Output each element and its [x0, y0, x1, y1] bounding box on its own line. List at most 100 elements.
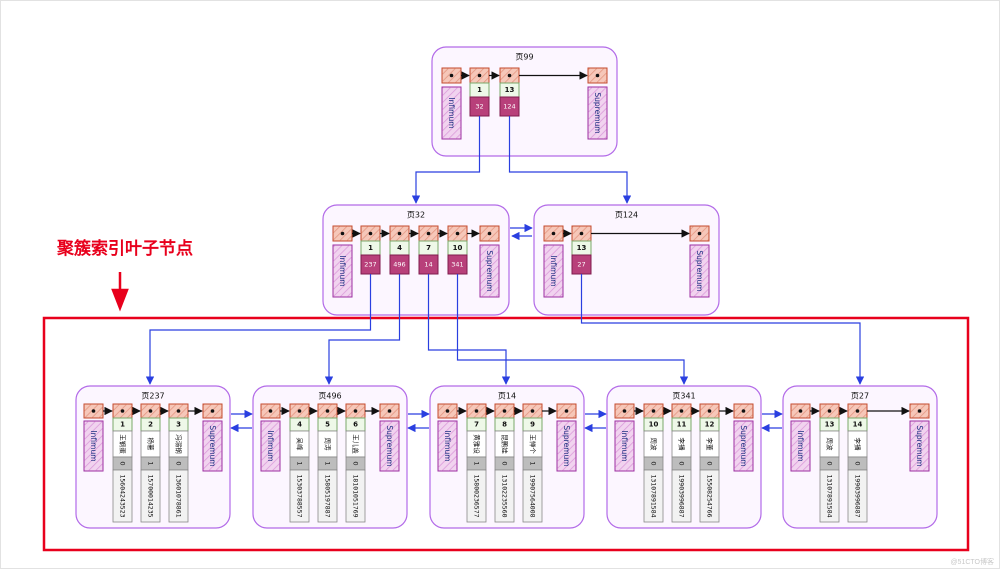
record-id: 13 — [825, 421, 835, 429]
pointer-dot — [564, 409, 569, 413]
pointer-cell — [112, 403, 133, 419]
pointer-cell — [556, 403, 577, 419]
page-title: 页124 — [615, 211, 638, 220]
pointer-dot — [368, 231, 373, 236]
special-record-label: Infimum — [549, 255, 558, 286]
pointer-cell — [614, 403, 635, 419]
record-id: 8 — [502, 421, 507, 429]
pointer-cell — [289, 403, 310, 419]
index-page: 页14Infimum7黄雅设1158002365778昆鹏娃0131022355… — [429, 385, 585, 529]
pointer-dot — [827, 409, 832, 413]
child-page-number: 14 — [424, 261, 432, 269]
record-flag: 0 — [352, 461, 360, 465]
special-record-hatch — [544, 245, 563, 297]
record-name: 李播 — [854, 438, 863, 452]
record-id: 11 — [677, 421, 687, 429]
special-record-label: Supremum — [562, 425, 571, 466]
pointer-cell — [466, 403, 487, 419]
phone-cell — [847, 469, 868, 523]
pointer-cell — [379, 403, 400, 419]
pointer-cell — [360, 225, 381, 242]
phone-cell — [317, 469, 338, 523]
record-name: 周波 — [826, 438, 835, 452]
record-flag: 0 — [650, 461, 658, 465]
pointer-cell — [671, 403, 692, 419]
record-flag: 0 — [706, 461, 714, 465]
special-record-hatch — [690, 245, 709, 297]
record-flag: 1 — [296, 461, 304, 465]
child-page-number: 27 — [577, 261, 585, 269]
record-id: 6 — [353, 421, 358, 429]
child-page-number: 124 — [503, 103, 515, 111]
special-record: Supremum — [689, 244, 710, 298]
pointer-dot — [474, 409, 479, 413]
special-record: Supremum — [733, 420, 754, 472]
record-flag: 1 — [473, 461, 481, 465]
special-record: Infimum — [790, 420, 811, 472]
record-phone: 15508254766 — [706, 474, 714, 517]
pointer-dot — [445, 409, 450, 413]
pointer-dot — [502, 409, 507, 413]
index-page: 页237Infimum1王钢蛋0156042435232杨薯1157000142… — [75, 385, 231, 529]
record-key: 1 — [368, 244, 373, 252]
pointer-cell — [345, 403, 366, 419]
special-record-hatch — [261, 421, 280, 471]
special-record: Infimum — [332, 244, 353, 298]
special-record: Supremum — [909, 420, 930, 472]
pointer-dot — [798, 409, 803, 413]
pointer-cell — [202, 403, 223, 419]
record-name: 李播 — [678, 438, 687, 452]
phone-cell — [168, 469, 189, 523]
pointer-dot — [449, 73, 454, 78]
page-title: 页237 — [141, 392, 164, 401]
record-id: 12 — [705, 421, 715, 429]
pointer-dot — [551, 231, 556, 236]
child-page-number: 32 — [475, 103, 483, 111]
child-link — [508, 116, 632, 204]
pointer-dot — [579, 231, 584, 236]
record-id: 10 — [649, 421, 659, 429]
child-page-number: 341 — [451, 261, 463, 269]
record-flag: 1 — [529, 461, 537, 465]
pointer-cell — [643, 403, 664, 419]
pointer-dot — [426, 231, 431, 236]
record-phone: 15303788557 — [296, 474, 304, 517]
pointer-cell — [389, 225, 410, 242]
record-name: 王惮个 — [529, 434, 538, 454]
record-phone: 15805197887 — [324, 474, 332, 517]
record-flag: 1 — [147, 461, 155, 465]
special-record-label: Supremum — [915, 425, 924, 466]
special-record: Supremum — [556, 420, 577, 472]
pointer-dot — [268, 409, 273, 413]
child-link — [145, 274, 372, 385]
record-id: 4 — [297, 421, 302, 429]
special-record-label: Supremum — [593, 92, 602, 133]
record-flag: 0 — [501, 461, 509, 465]
record-phone: 13107891584 — [650, 474, 658, 517]
record-phone: 15604243523 — [119, 474, 127, 517]
leaf-level-highlight — [42, 316, 970, 552]
pointer-dot — [507, 73, 512, 78]
pointer-cell — [469, 67, 490, 84]
pointer-cell — [587, 67, 608, 84]
record-flag: 0 — [826, 461, 834, 465]
pointer-cell — [689, 225, 710, 242]
record-name: 王儿盖 — [352, 434, 361, 454]
index-page: 页27Infimum13周波01310789158414李播0199039968… — [782, 385, 938, 529]
record-name: 周涛 — [324, 438, 333, 452]
record-flag: 0 — [175, 461, 183, 465]
phone-cell — [289, 469, 310, 523]
special-record: Supremum — [379, 420, 400, 472]
special-record-label: Infimum — [447, 97, 456, 128]
pointer-cell — [733, 403, 754, 419]
record-id: 2 — [148, 421, 153, 429]
pointer-dot — [455, 231, 460, 236]
pointer-dot — [917, 409, 922, 413]
special-record: Supremum — [587, 86, 608, 140]
phone-cell — [494, 469, 515, 523]
special-record-hatch — [588, 87, 607, 139]
pointer-cell — [437, 403, 458, 419]
